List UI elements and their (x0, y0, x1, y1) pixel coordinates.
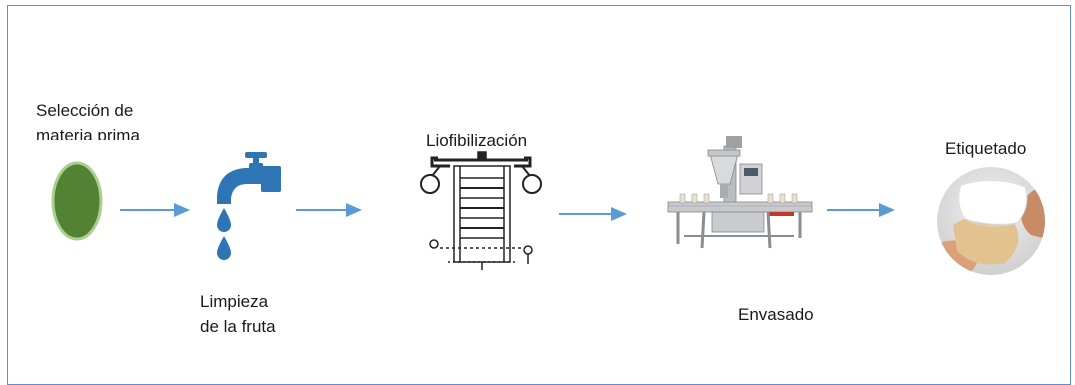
fruit-oval-icon (51, 161, 103, 241)
step-label-seleccion: Selección de materia prima (36, 101, 140, 140)
flow-arrow-3 (559, 207, 627, 221)
step-label-liofilizacion: Liofibilización (426, 131, 528, 150)
flow-arrow-1 (120, 203, 190, 217)
water-tap-icon (217, 152, 281, 260)
step-label-envasado: Envasado (738, 305, 814, 324)
freeze-dryer-illustration (420, 151, 542, 270)
step-label-limpieza: Limpieza de la fruta (200, 292, 276, 336)
step-label-etiquetado: Etiquetado (945, 139, 1027, 158)
filling-machine-illustration (667, 136, 813, 249)
label-peeling-photo (937, 167, 1045, 275)
flow-arrow-4 (827, 203, 895, 217)
flow-arrow-2 (296, 203, 362, 217)
